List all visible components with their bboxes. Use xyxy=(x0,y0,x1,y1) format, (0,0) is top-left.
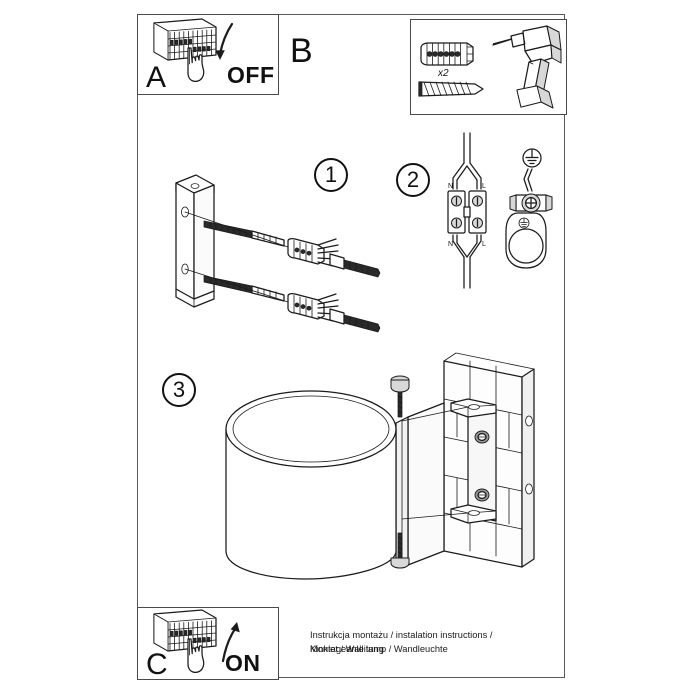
panel-a-graphic xyxy=(153,18,234,82)
panel-b-tools: x2 xyxy=(410,19,567,115)
panel-c: C ON xyxy=(137,607,279,680)
step-3-number-label: 3 xyxy=(172,377,186,402)
bracket-with-screws-icon xyxy=(175,174,215,308)
screw-assembly-lower xyxy=(184,268,381,333)
circuit-breaker-panel-icon xyxy=(153,18,217,61)
terminal-block-icon: N L N L xyxy=(447,132,487,289)
earth-ground-icon xyxy=(522,148,542,168)
panel-c-action-label: ON xyxy=(225,650,261,676)
tools-quantity-label: x2 xyxy=(438,68,449,79)
panel-c-letter: C xyxy=(146,648,168,681)
terminal-label-l-bottom: L xyxy=(482,241,486,248)
step-1-number: 1 xyxy=(314,158,348,192)
screw-assembly-upper xyxy=(184,211,381,278)
panel-b-letter: B xyxy=(290,32,313,70)
curved-arrow-up-icon xyxy=(221,622,240,663)
step-2-graphic: N L N L xyxy=(434,132,564,289)
curved-arrow-down-icon xyxy=(215,22,234,60)
step-1-number-label: 1 xyxy=(324,162,338,187)
circuit-breaker-panel-icon xyxy=(153,609,217,652)
step-2-number-label: 2 xyxy=(406,167,420,192)
fixing-screw-top-icon xyxy=(390,375,410,418)
lamp-earth-connector-icon xyxy=(505,168,553,269)
step-3-graphic xyxy=(196,352,546,605)
cylinder-lamp-on-wall-icon xyxy=(225,352,535,580)
terminal-label-n-bottom: N xyxy=(448,241,453,248)
fixing-screw-bottom-icon xyxy=(390,532,410,569)
hand-pointing-icon xyxy=(187,638,205,673)
hand-pointing-icon xyxy=(187,47,205,82)
caption-line-1: Instrukcja montażu / instalation instruc… xyxy=(310,630,493,654)
screw-icon xyxy=(418,81,484,97)
caption-line-2: Kinkiet / Wall lamp / Wandleuchte xyxy=(310,644,448,654)
power-drill-icon xyxy=(492,25,562,109)
panel-c-graphic xyxy=(153,609,240,673)
panel-a-action-label: OFF xyxy=(227,62,275,88)
terminal-label-n-top: N xyxy=(448,183,453,190)
step-2-number: 2 xyxy=(396,163,430,197)
wall-plug-icon xyxy=(420,42,474,66)
step-1-graphic xyxy=(152,165,382,333)
tools-graphic xyxy=(418,25,562,109)
step-3-number: 3 xyxy=(162,373,196,407)
instruction-sheet: A OFF B xyxy=(137,14,567,680)
panel-a-letter: A xyxy=(146,61,167,94)
terminal-label-l-top: L xyxy=(482,183,486,190)
panel-a: A OFF xyxy=(137,14,279,95)
